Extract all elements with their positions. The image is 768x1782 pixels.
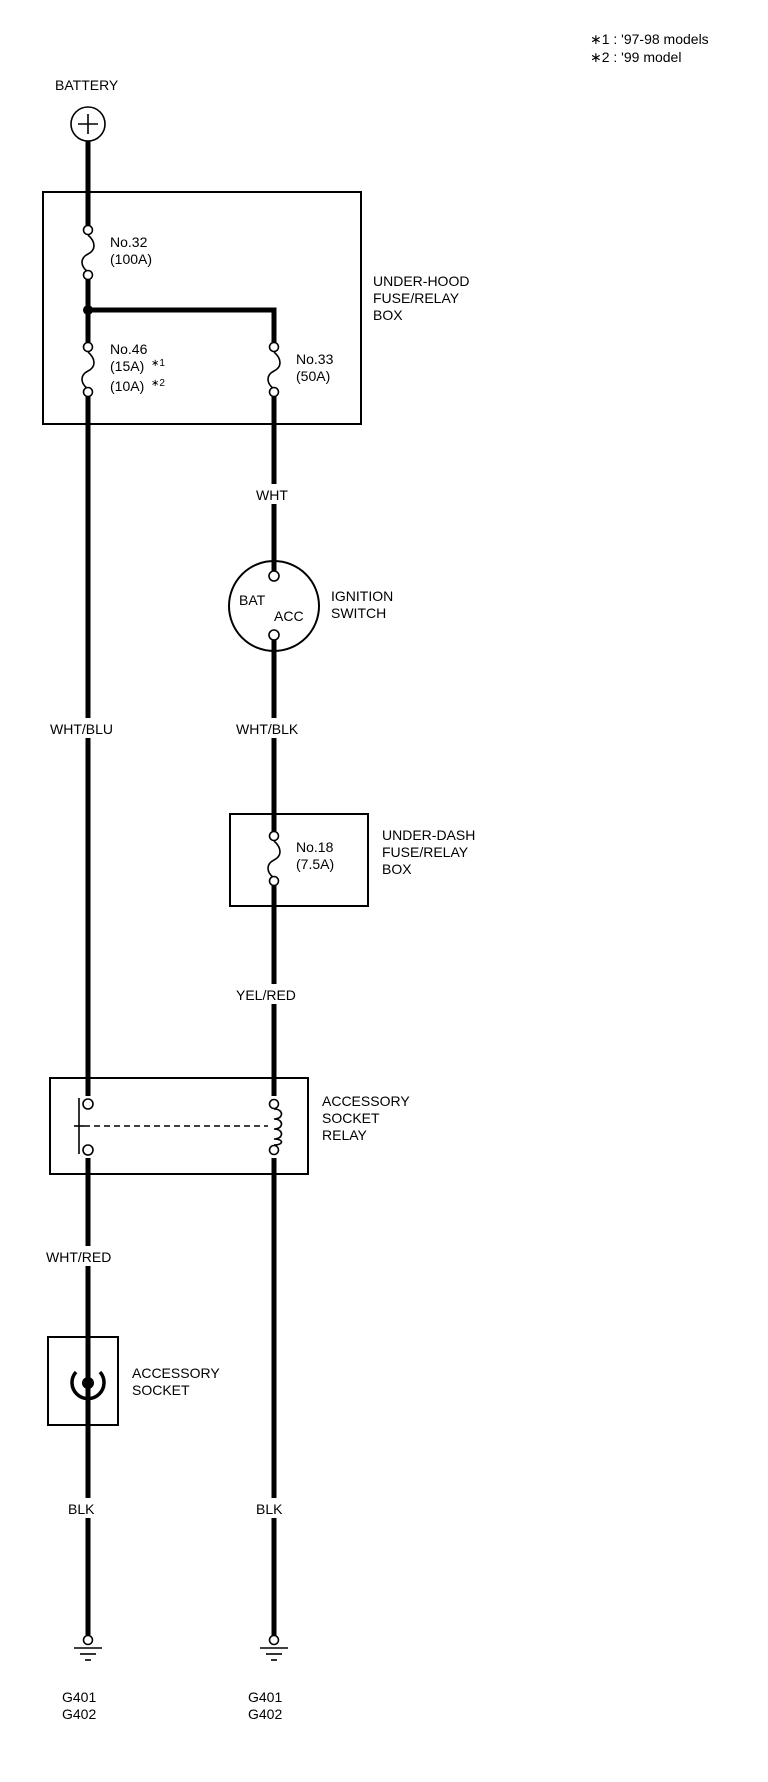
wire-label-wht-red: WHT/RED (46, 1249, 111, 1265)
fuse-32-symbol (80, 224, 96, 281)
ground-left-label-1: G401 (62, 1689, 96, 1705)
fuse-33-symbol (266, 341, 282, 398)
relay-label-1: ACCESSORY (322, 1093, 410, 1109)
ground-left-label-2: G402 (62, 1706, 96, 1722)
wire-label-wht-blk: WHT/BLK (236, 721, 299, 737)
fuse-46-note-1: ∗1 (151, 358, 165, 369)
relay-label-3: RELAY (322, 1127, 368, 1143)
ignition-bat-terminal (268, 570, 280, 582)
wire-branch-fuse-33 (88, 307, 277, 1640)
under-dash-box-label-3: BOX (382, 861, 412, 877)
fuse-46-symbol (80, 341, 96, 398)
relay-coil (266, 1096, 286, 1158)
wire-label-blk-right: BLK (256, 1501, 283, 1517)
relay-label-2: SOCKET (322, 1110, 380, 1126)
wire-label-yel-red: YEL/RED (236, 987, 296, 1003)
fuse-46-rating-1: (15A) (110, 358, 144, 374)
battery-label: BATTERY (55, 77, 119, 93)
under-hood-box-label-2: FUSE/RELAY (373, 290, 460, 306)
ground-left-icon (74, 1634, 102, 1661)
ignition-switch-label-2: SWITCH (331, 605, 386, 621)
under-dash-fuse-relay-box (229, 813, 369, 907)
ignition-switch-label-1: IGNITION (331, 588, 393, 604)
legend-line-1: ∗1 : '97-98 models (590, 31, 709, 47)
ground-right-label-2: G402 (248, 1706, 282, 1722)
battery-symbol (70, 106, 106, 142)
fuse-33-name: No.33 (296, 351, 334, 367)
under-dash-box-label-1: UNDER-DASH (382, 827, 475, 843)
fuse-32-rating: (100A) (110, 251, 152, 267)
relay-switch-contacts (74, 1096, 96, 1158)
fuse-46-note-2: ∗2 (151, 378, 165, 389)
accessory-socket-symbol (70, 1370, 106, 1401)
socket-label-2: SOCKET (132, 1382, 190, 1398)
fuse-46-rating-2: (10A) (110, 378, 144, 394)
fuse-18-name: No.18 (296, 839, 334, 855)
accessory-socket-relay-box (49, 1077, 309, 1175)
socket-label-1: ACCESSORY (132, 1365, 220, 1381)
fuse-18-symbol (266, 830, 282, 887)
wire-label-wht-blu: WHT/BLU (50, 721, 113, 737)
wire-label-wht: WHT (256, 487, 288, 503)
fuse-18-rating: (7.5A) (296, 856, 334, 872)
ground-right-label-1: G401 (248, 1689, 282, 1705)
under-hood-box-label-3: BOX (373, 307, 403, 323)
ignition-acc-terminal (268, 629, 280, 641)
battery-plus-symbol: + (0, 0, 8, 3)
fuse-32-name: No.32 (110, 234, 148, 250)
wire-label-blk-left: BLK (68, 1501, 95, 1517)
ground-right-icon (260, 1634, 288, 1661)
under-hood-fuse-relay-box (42, 191, 362, 425)
under-hood-box-label-1: UNDER-HOOD (373, 273, 469, 289)
ignition-bat-label: BAT (239, 592, 266, 608)
legend-line-2: ∗2 : '99 model (590, 49, 681, 65)
fuse-46-name: No.46 (110, 341, 148, 357)
under-dash-box-label-2: FUSE/RELAY (382, 844, 469, 860)
ignition-acc-label: ACC (274, 608, 304, 624)
fuse-33-rating: (50A) (296, 368, 330, 384)
